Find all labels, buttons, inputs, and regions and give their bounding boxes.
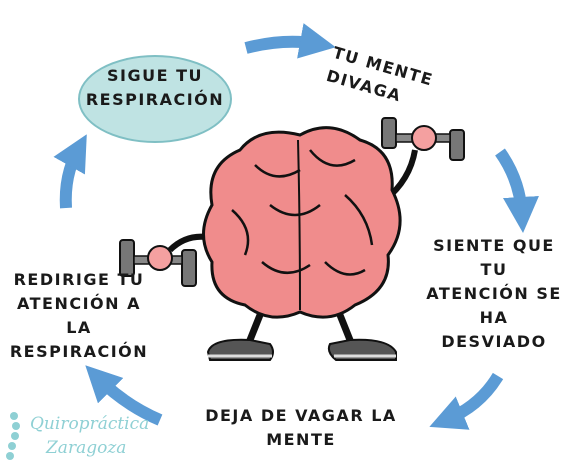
- step-sigue-tu-respiracion: SIGUE TU RESPIRACIÓN: [78, 64, 232, 112]
- step-redirige-tu-atencion: REDIRIGE TU ATENCIÓN A LA RESPIRACIÓN: [4, 268, 154, 364]
- step-3-line-1: SIENTE QUE: [433, 236, 555, 255]
- step-5-line-3: LA: [66, 318, 92, 337]
- step-deja-de-vagar: DEJA DE VAGAR LA MENTE: [196, 404, 406, 452]
- step-4-line-2: MENTE: [266, 430, 336, 449]
- step-siente-que-tu-atencion: SIENTE QUE TU ATENCIÓN SE HA DESVIADO: [420, 234, 568, 354]
- logo: Quiropráctica Zaragoza: [2, 408, 172, 466]
- logo-line-1: Quiropráctica: [30, 414, 150, 434]
- arrow-bottom-right: [429, 372, 504, 430]
- step-3-line-4: HA: [479, 308, 509, 327]
- arrow-top: [244, 23, 336, 59]
- spine-icon: [6, 412, 20, 460]
- logo-line-2: Zaragoza: [46, 438, 127, 458]
- step-1-line-2: RESPIRACIÓN: [85, 90, 225, 109]
- step-3-line-5: DESVIADO: [441, 332, 547, 351]
- brain-with-dumbbells-illustration: [119, 117, 465, 361]
- arrow-bottom-left: [85, 365, 163, 426]
- arrow-left: [53, 134, 87, 209]
- step-5-line-4: RESPIRACIÓN: [9, 342, 149, 361]
- step-3-line-3: ATENCIÓN SE: [426, 284, 562, 303]
- step-3-line-2: TU: [480, 260, 508, 279]
- step-5-line-2: ATENCIÓN A: [16, 294, 141, 313]
- step-5-line-1: REDIRIGE TU: [13, 270, 145, 289]
- step-1-highlight-ellipse: [78, 55, 232, 143]
- step-1-line-1: SIGUE TU: [106, 66, 203, 85]
- arrow-right: [495, 148, 539, 233]
- step-4-line-1: DEJA DE VAGAR LA: [205, 406, 397, 425]
